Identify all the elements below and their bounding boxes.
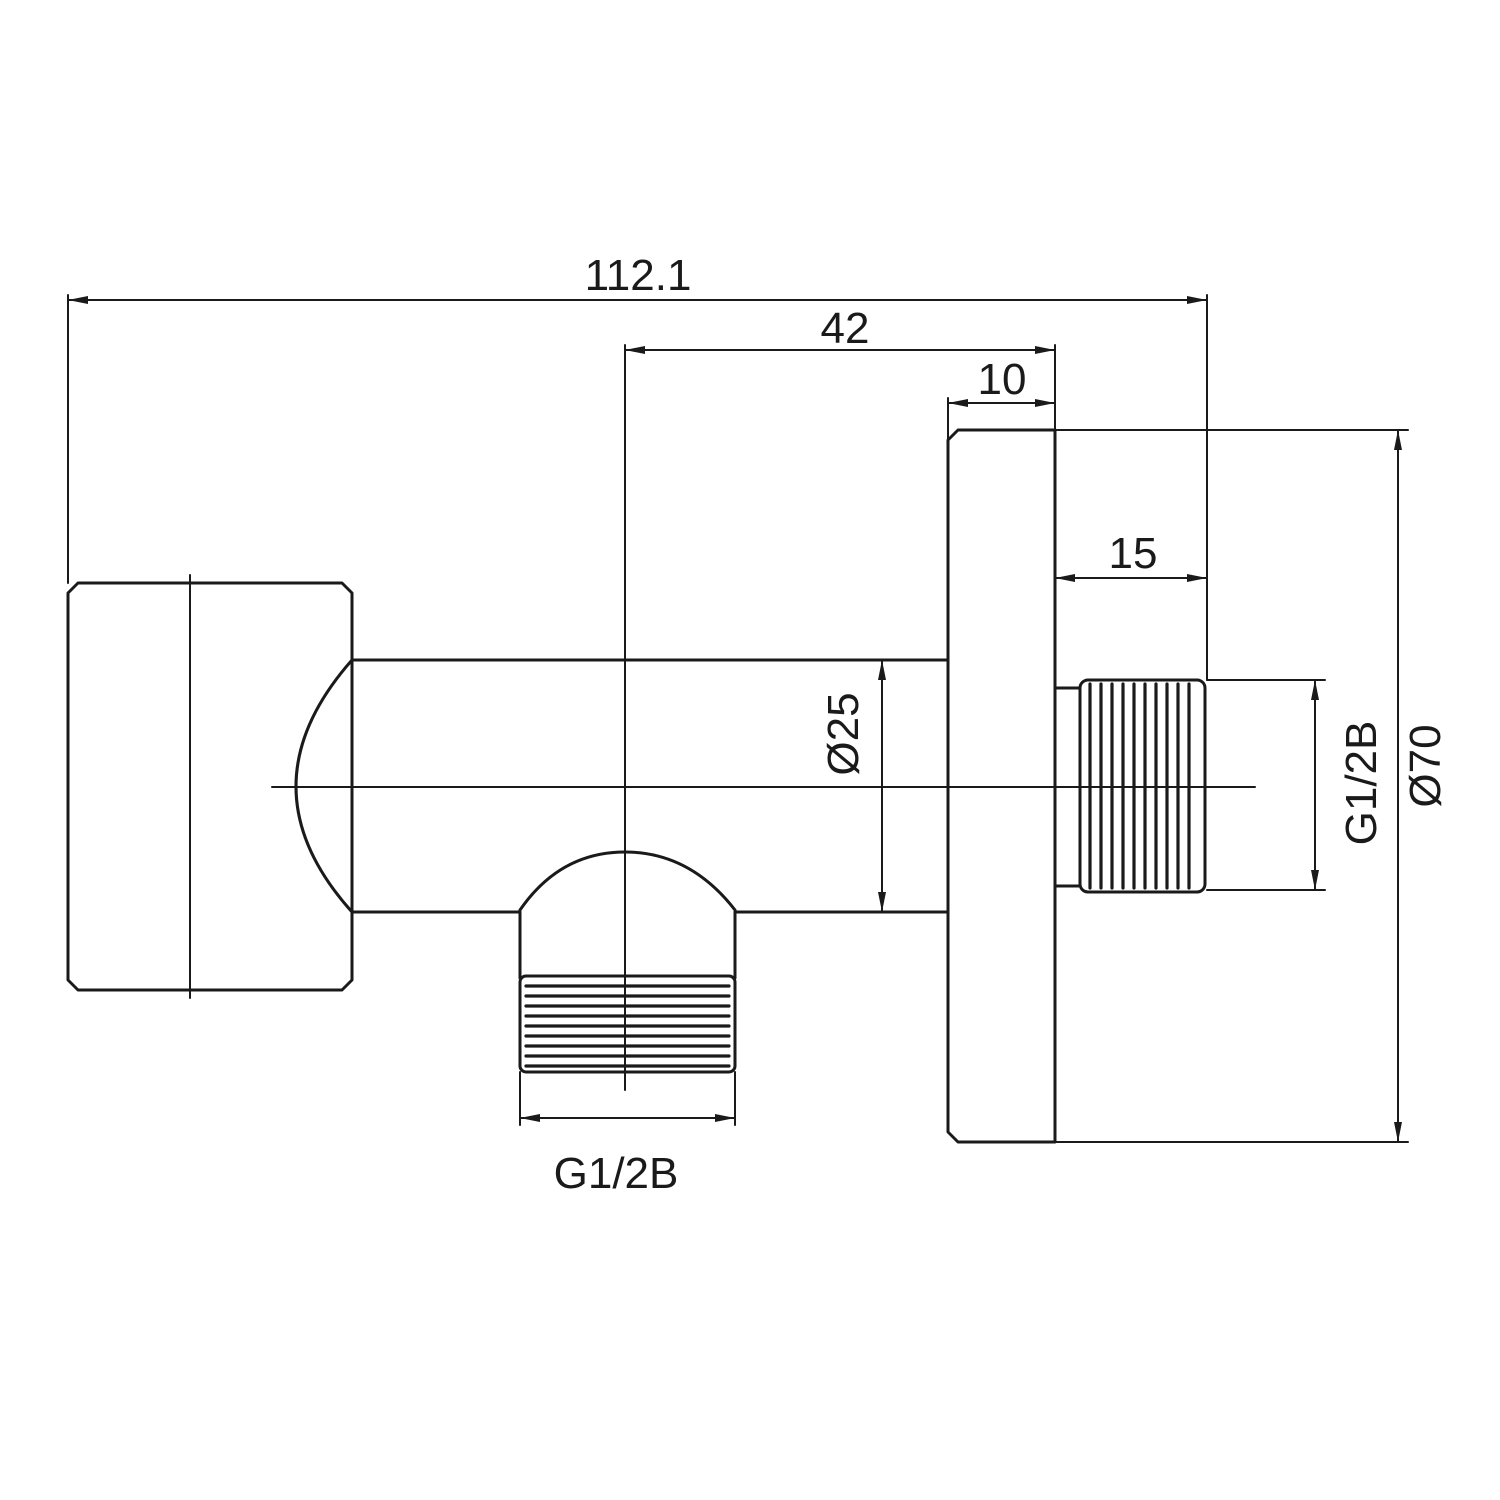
label-flange-thickness: 10 [978,355,1027,404]
centre-lines [189,344,1256,1091]
label-pipe-diameter: Ø25 [819,692,868,775]
rear-connector [1053,678,1207,894]
rear-thread [1088,682,1191,890]
label-flange-diameter: Ø70 [1401,724,1450,807]
pipe [294,658,950,914]
valve-body [66,581,354,992]
label-overall-length: 112.1 [585,251,692,300]
extension-lines [67,294,1409,1143]
outlet-connector [518,850,737,1074]
label-outlet-thread: G1/2B [554,1149,679,1198]
dimension-labels: 112.1 42 10 15 Ø25 G1/2B Ø70 G1/2B [554,251,1450,1198]
label-rear-thread: G1/2B [1337,721,1386,846]
outlet-thread [524,984,731,1068]
dimension-lines [67,296,1402,1143]
label-axis-to-flange: 42 [821,304,870,353]
label-thread-length: 15 [1109,529,1158,578]
